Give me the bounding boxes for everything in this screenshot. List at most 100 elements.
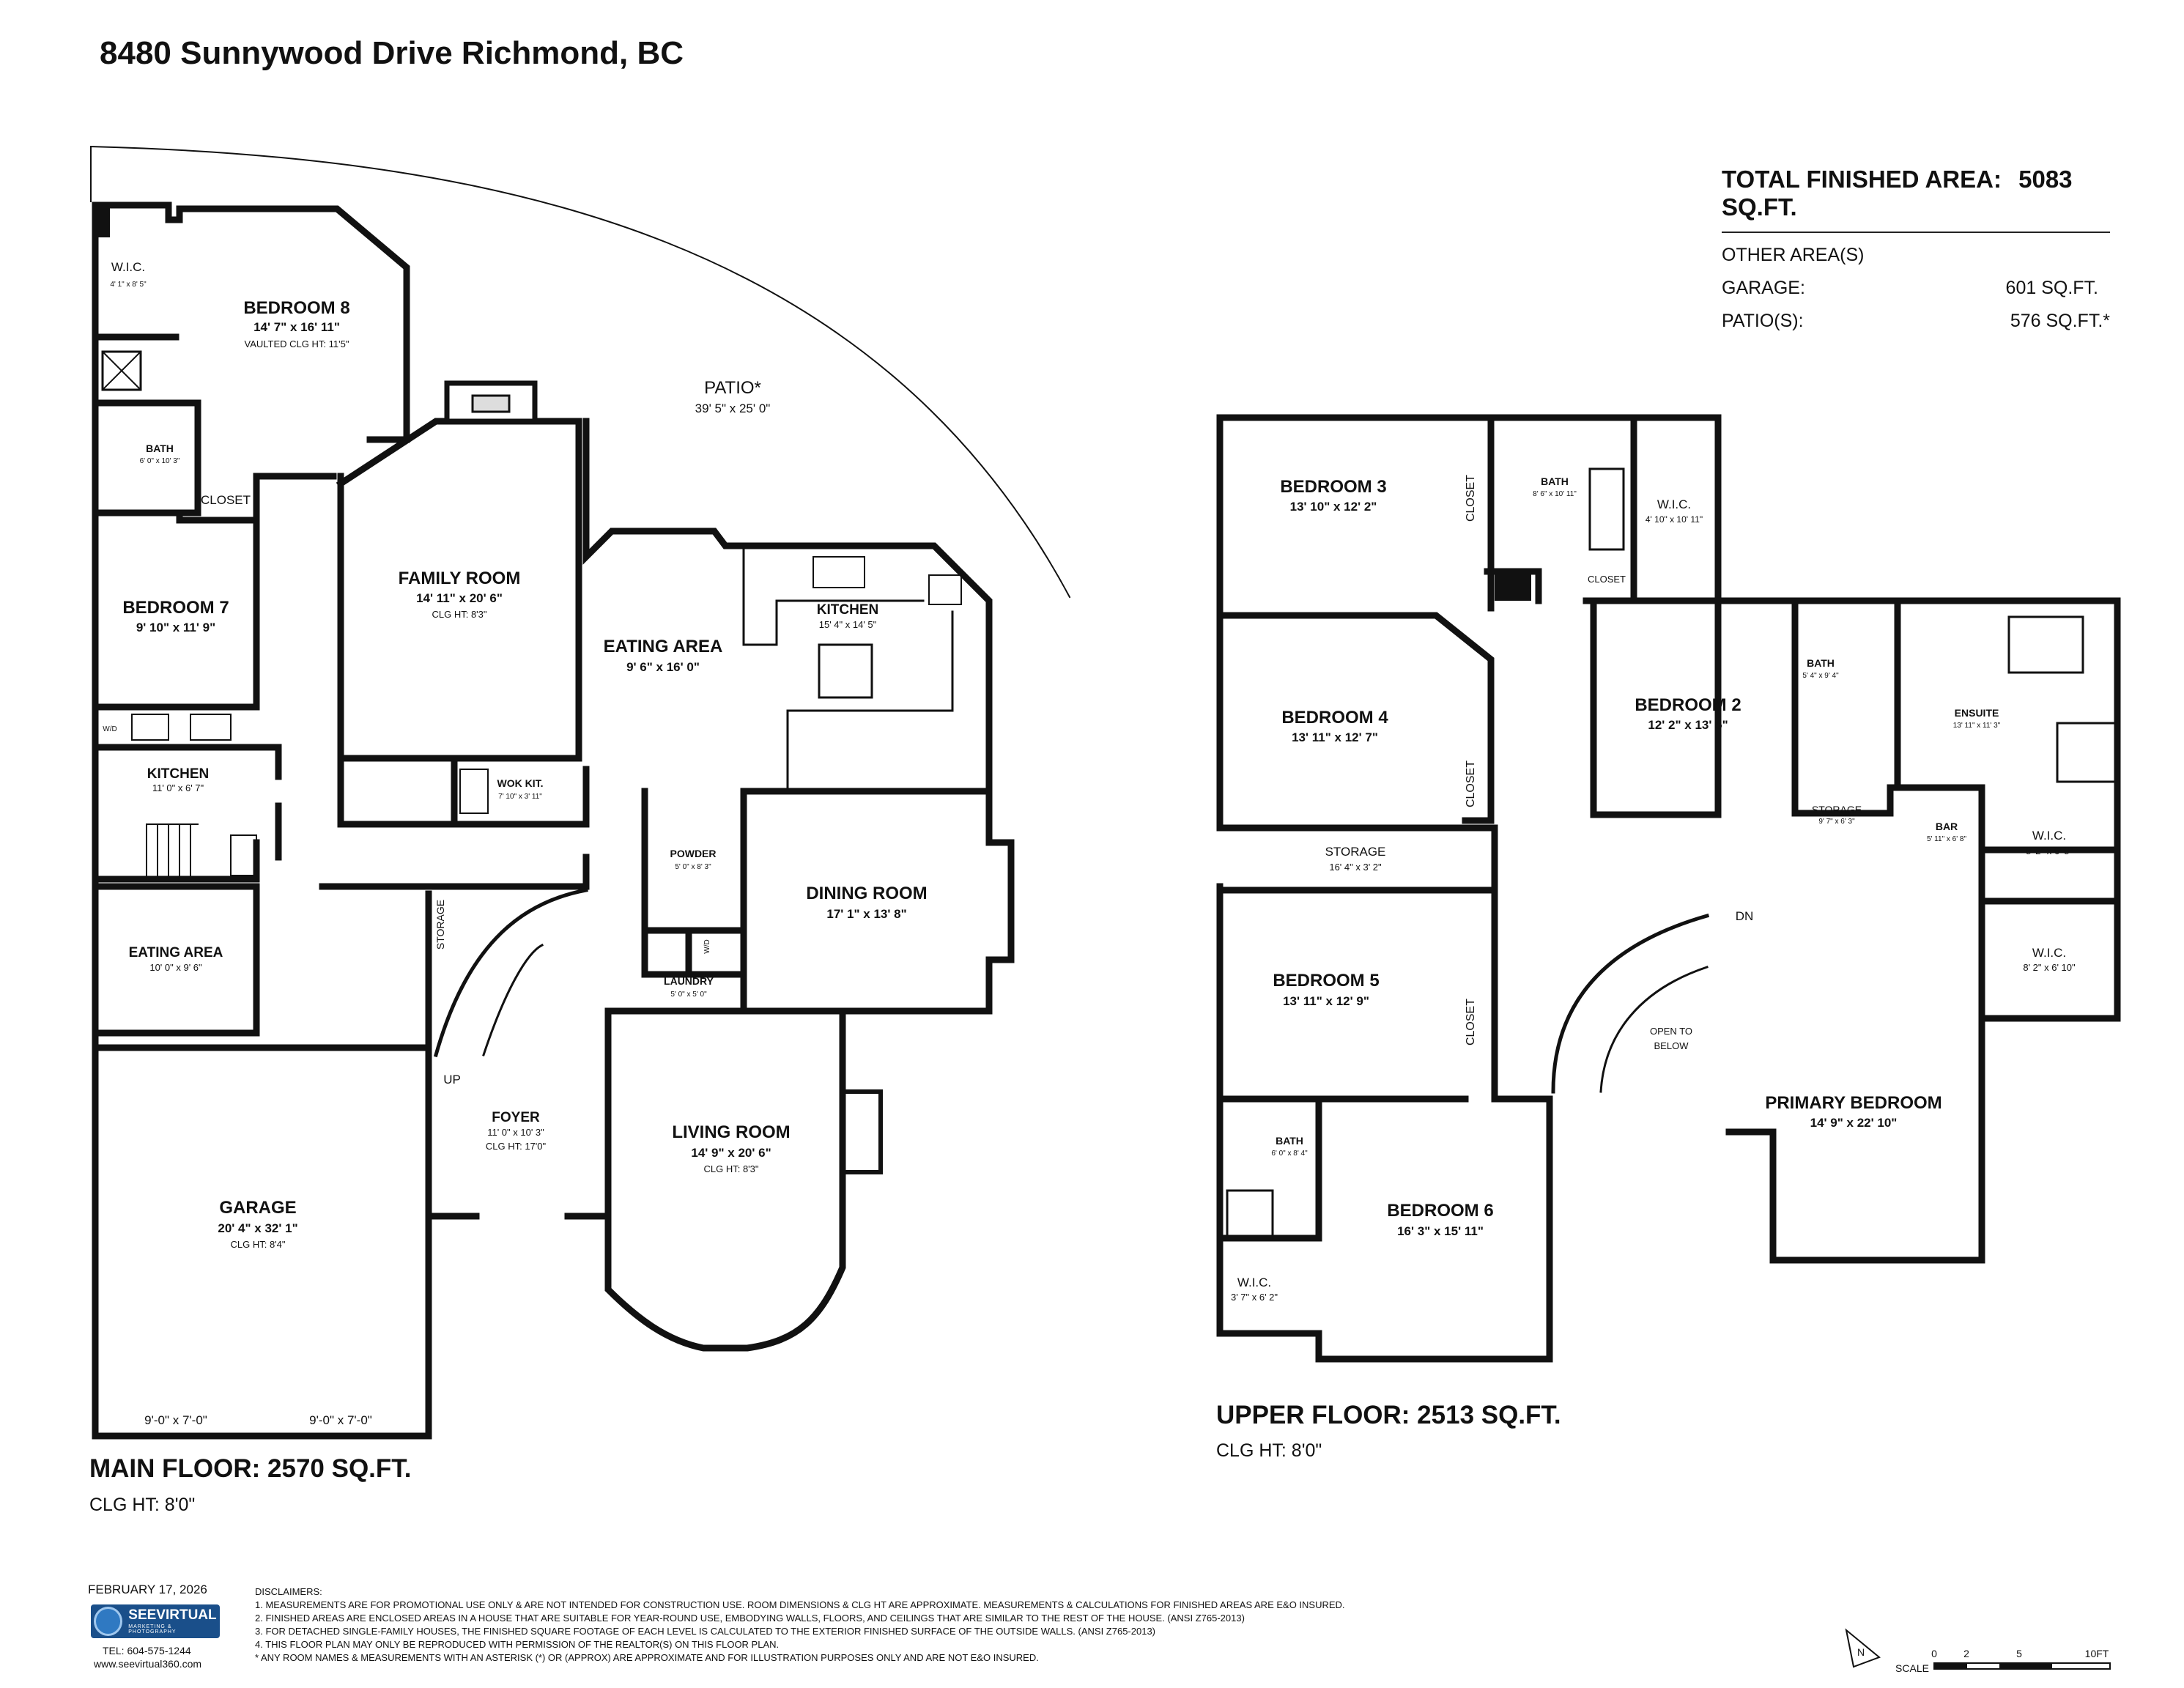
main-floor-label: MAIN FLOOR: 2570 SQ.FT. xyxy=(89,1454,412,1483)
logo-text: SEEVIRTUAL MARKETING & PHOTOGRAPHY xyxy=(128,1608,220,1635)
kitchen-dims: 15' 4" x 14' 5" xyxy=(819,619,877,630)
bedroom3-closet: CLOSET xyxy=(1465,475,1477,522)
logo-name: SEEVIRTUAL xyxy=(128,1607,217,1623)
total-area-value: 5083 SQ.FT. xyxy=(1722,166,2073,221)
storage-dims: 16' 4" x 3' 2" xyxy=(1329,862,1382,873)
bedroom6-dims: 16' 3" x 15' 11" xyxy=(1397,1224,1484,1238)
bedroom8-name: BEDROOM 8 xyxy=(243,298,349,318)
eating-area2-dims: 10' 0" x 9' 6" xyxy=(149,962,202,973)
patio-area-label: PATIO(S): xyxy=(1722,311,1804,331)
disclaimer-3: 3. FOR DETACHED SINGLE-FAMILY HOUSES, TH… xyxy=(255,1626,1156,1637)
west-walls xyxy=(92,201,201,1440)
bath3-name: BATH xyxy=(1276,1135,1303,1147)
fireplace-hearth xyxy=(471,394,511,413)
garage-name: GARAGE xyxy=(219,1198,296,1218)
living-room-name: LIVING ROOM xyxy=(672,1122,790,1142)
contact-phone: TEL: 604-575-1244 xyxy=(103,1645,191,1656)
storage2-name: STORAGE xyxy=(1812,804,1862,815)
garage-area-value: 601 SQ.FT. xyxy=(2005,278,2098,298)
open-to-label: OPEN TO xyxy=(1650,1026,1692,1037)
garage-walls xyxy=(92,1044,432,1440)
kitchen2-dims: 11' 0" x 6' 7" xyxy=(152,782,204,793)
service-stairs xyxy=(146,823,199,876)
kitchen-walls xyxy=(582,418,993,810)
bedroom6-name: BEDROOM 6 xyxy=(1387,1201,1493,1221)
shower xyxy=(101,350,142,391)
north-label: N xyxy=(1857,1646,1865,1658)
powder-laundry-walls xyxy=(641,788,744,978)
powder-name: POWDER xyxy=(670,848,717,859)
kitchen-name: KITCHEN xyxy=(817,602,878,618)
jacuzzi-tub xyxy=(2007,615,2084,674)
scale-label: SCALE xyxy=(1895,1662,1929,1674)
main-floor-walls xyxy=(89,145,1071,1440)
upper-floor-labels: BEDROOM 3 13' 10" x 12' 2" CLOSET BATH 8… xyxy=(1231,475,2076,1303)
total-finished-area: TOTAL FINISHED AREA: 5083 SQ.FT. xyxy=(1722,166,2110,233)
laundry-dims: 5' 0" x 5' 0" xyxy=(670,991,707,999)
family-room-walls xyxy=(336,418,582,762)
patio-area-row: PATIO(S): 576 SQ.FT.* xyxy=(1722,311,2110,332)
bedroom5-dims: 13' 11" x 12' 9" xyxy=(1283,994,1369,1008)
disclaimer-4: 4. THIS FLOOR PLAN MAY ONLY BE REPRODUCE… xyxy=(255,1639,780,1650)
wd2-label: W/D xyxy=(703,939,711,953)
living-fireplace xyxy=(840,1089,883,1174)
stove xyxy=(131,714,169,741)
other-areas-row: OTHER AREA(S) xyxy=(1722,245,2110,266)
bar-name: BAR xyxy=(1936,821,1958,832)
total-area-label: TOTAL FINISHED AREA: xyxy=(1722,166,2002,193)
contact-website: www.seevirtual360.com xyxy=(94,1658,202,1670)
scale-seg-2 xyxy=(1999,1662,2052,1670)
patio-outline xyxy=(89,145,1071,599)
main-stair-outer xyxy=(433,888,588,1058)
foyer-dims: 11' 0" x 10' 3" xyxy=(487,1127,544,1138)
scale-seg-1 xyxy=(1933,1662,1967,1670)
main-floor-labels: W.I.C. 4' 1" x 8' 5" BEDROOM 8 14' 7" x … xyxy=(103,260,927,1427)
wic-name: W.I.C. xyxy=(111,260,145,274)
scale-tick-5: 5 xyxy=(2016,1648,2022,1659)
bath3-walls xyxy=(1216,1095,1322,1242)
disclaimer-1: 1. MEASUREMENTS ARE FOR PROMOTIONAL USE … xyxy=(255,1599,1345,1610)
up-label: UP xyxy=(443,1073,461,1087)
upper-wic-dims: 4' 10" x 10' 11" xyxy=(1646,514,1703,525)
logo-icon xyxy=(94,1607,123,1636)
main-stair-inner xyxy=(482,943,544,1056)
upper-stair-outer xyxy=(1551,913,1710,1094)
bedroom3-name: BEDROOM 3 xyxy=(1280,477,1386,497)
chimney-block xyxy=(1495,571,1531,601)
foyer-clg: CLG HT: 17'0" xyxy=(486,1141,547,1152)
family-room-clg: CLG HT: 8'3" xyxy=(432,609,486,620)
scale-labels: N SCALE 0 2 5 10FT xyxy=(1857,1646,2109,1674)
family-room-name: FAMILY ROOM xyxy=(399,569,521,588)
patio-name: PATIO* xyxy=(704,378,761,398)
wic-dims: 4' 1" x 8' 5" xyxy=(110,281,147,289)
garage-clg: CLG HT: 8'4" xyxy=(230,1239,285,1250)
living-room-walls xyxy=(604,1007,846,1352)
kitchen-island xyxy=(818,643,873,699)
scale-tick-2: 2 xyxy=(1963,1648,1969,1659)
scale-tick-10: 10FT xyxy=(2085,1648,2109,1659)
bedroom4-name: BEDROOM 4 xyxy=(1281,708,1388,728)
eating-area2-name: EATING AREA xyxy=(129,945,223,960)
foyer-name: FOYER xyxy=(492,1110,540,1125)
bedroom6-walls xyxy=(1216,1095,1553,1363)
bedroom8-dims: 14' 7" x 16' 11" xyxy=(253,320,340,334)
bath-name: BATH xyxy=(146,443,174,454)
wic2-dims: 8' 2" x 6' 8" xyxy=(2026,845,2073,856)
wok-range xyxy=(459,769,489,814)
dining-room-name: DINING ROOM xyxy=(806,884,927,903)
wic3-dims: 8' 2" x 6' 10" xyxy=(2023,962,2076,973)
laundry-name: LAUNDRY xyxy=(664,975,714,987)
bedroom2-name: BEDROOM 2 xyxy=(1635,695,1741,715)
bedroom5-name: BEDROOM 5 xyxy=(1273,971,1379,991)
wic2-name: W.I.C. xyxy=(2032,829,2066,843)
wok-kitchen-walls xyxy=(337,755,590,828)
upper-floor-label: UPPER FLOOR: 2513 SQ.FT. xyxy=(1216,1401,1561,1429)
primary-suite-walls xyxy=(1714,597,2121,1264)
disclaimers: DISCLAIMERS: 1. MEASUREMENTS ARE FOR PRO… xyxy=(255,1585,1500,1665)
small-closet: CLOSET xyxy=(1588,574,1626,585)
bedroom7-walls xyxy=(92,517,260,711)
living-room-dims: 14' 9" x 20' 6" xyxy=(691,1146,771,1160)
dining-room-walls xyxy=(740,788,1015,1015)
plan-date: FEBRUARY 17, 2026 xyxy=(88,1582,207,1596)
